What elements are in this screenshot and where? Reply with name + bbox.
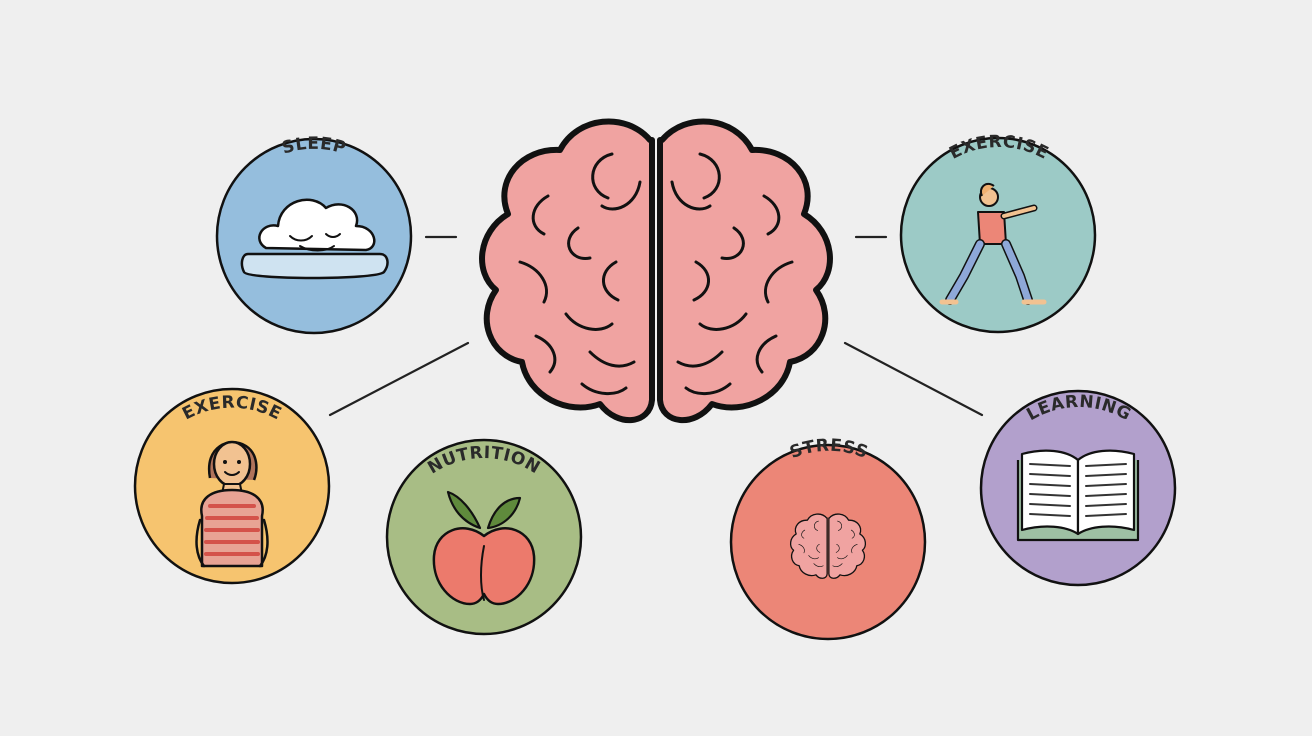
brain-left-hemisphere [479,118,655,423]
open-book-icon [1016,449,1140,542]
node-exercise-left: EXERCISE [133,387,331,585]
cloud-pillow-icon [240,198,389,280]
node-sleep: SLEEP [215,134,413,335]
connector-exercise-left [328,341,470,417]
brain-right-folds [670,152,794,395]
node-stress: STRESS [729,436,927,641]
brain-right-hemisphere [657,118,833,423]
node-nutrition: NUTRITION [385,438,583,636]
connector-learning [843,341,984,417]
connector-lines [328,235,984,417]
brain-icon [479,118,833,423]
small-brain-icon [789,513,867,579]
stretching-person-icon [939,182,1047,305]
brain-left-folds [518,152,642,395]
person-portrait-icon [195,440,269,568]
node-learning: LEARNING [979,389,1177,587]
node-exercise-right: EXERCISE [899,132,1097,334]
node-stress-circle [729,443,927,641]
apple-icon [432,490,536,606]
